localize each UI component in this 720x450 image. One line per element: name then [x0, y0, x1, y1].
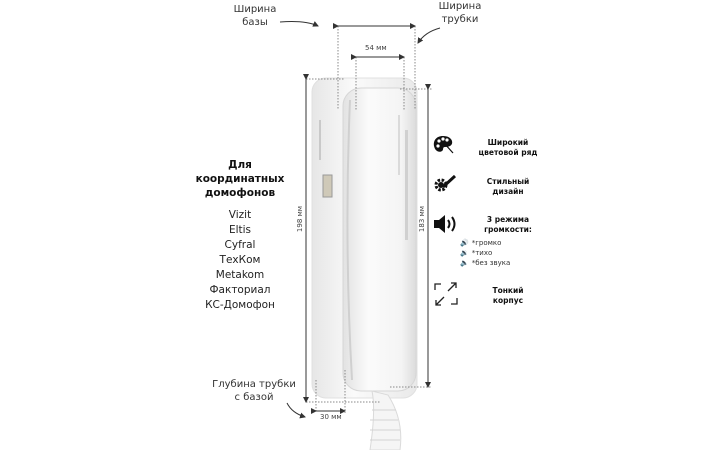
feature-line: 3 режима [486, 215, 530, 224]
feature-line: Тонкий [492, 286, 524, 295]
mode-label: *тихо [471, 249, 493, 257]
title-line: Для координатных [195, 159, 285, 185]
base-width-pointer [279, 21, 319, 27]
brand-item: Vizit [228, 209, 252, 221]
depth-label: Глубина трубки с базой [208, 378, 300, 404]
label-line: Ширина [233, 4, 277, 15]
feature-style: Стильный дизайн [468, 177, 548, 197]
feature-line: корпус [492, 296, 524, 305]
brand-item: Cyfral [224, 239, 256, 251]
brand-item: Факториал [209, 284, 271, 296]
feature-line: цветовой ряд [478, 148, 538, 157]
brand-item: ТехКом [219, 254, 261, 266]
volume-modes: 🔊 *громко 🔉 *тихо 🔈 *без звука [460, 238, 510, 268]
speaker-loud-icon: 🔊 [460, 239, 469, 247]
depth-value: 30 мм [320, 413, 342, 421]
brand-item: Eltis [228, 224, 252, 236]
feature-line: дизайн [492, 187, 524, 196]
depth-pointer [286, 402, 306, 419]
label-line: с базой [234, 392, 274, 403]
base-width-label: Ширина базы [225, 3, 285, 29]
feature-line: Широкий [487, 138, 529, 147]
handset-width-label: Ширина трубки [430, 0, 490, 26]
title-line: домофонов [204, 187, 276, 199]
compatibility-block: Для координатных домофонов Vizit Eltis C… [185, 158, 295, 313]
label-line: Глубина трубки [212, 379, 296, 390]
feature-line: Стильный [486, 177, 530, 186]
mode-label: *громко [471, 239, 502, 247]
handset-width-pointer [417, 27, 441, 44]
brand-item: КС-Домофон [205, 299, 275, 311]
label-line: трубки [441, 14, 479, 25]
volume-mode-loud: 🔊 *громко [460, 238, 510, 248]
base-height-value: 198 мм [296, 205, 304, 233]
feature-line: громкости: [484, 225, 532, 234]
handset-height-value: 183 мм [418, 205, 426, 233]
handset-width-value: 54 мм [365, 44, 387, 52]
feature-slim: Тонкий корпус [468, 286, 548, 306]
feature-volume: 3 режима громкости: [468, 215, 548, 235]
label-line: Ширина [438, 1, 482, 12]
palette-icon [433, 135, 455, 155]
speaker-quiet-icon: 🔉 [460, 249, 469, 257]
label-line: базы [242, 17, 268, 28]
compatibility-title: Для координатных домофонов [185, 158, 295, 200]
volume-mode-quiet: 🔉 *тихо [460, 248, 510, 258]
mode-label: *без звука [471, 259, 511, 267]
feature-color-range: Широкий цветовой ряд [468, 138, 548, 158]
speaker-mute-icon: 🔈 [460, 259, 469, 267]
gear-pencil-icon [433, 175, 457, 193]
brand-item: Metakom [215, 269, 265, 281]
volume-mode-mute: 🔈 *без звука [460, 258, 510, 268]
expand-icon [433, 282, 459, 306]
speaker-icon [433, 214, 459, 234]
